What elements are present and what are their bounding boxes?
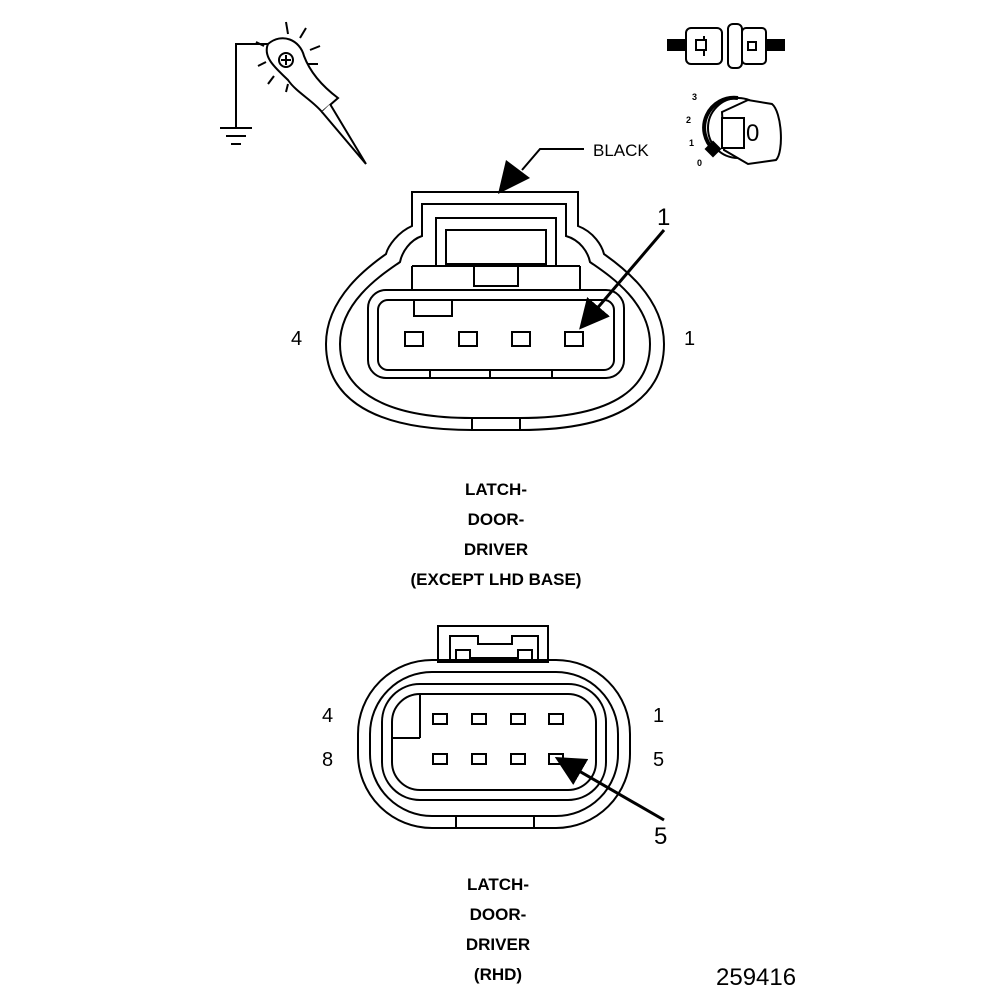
- connector-bottom-latch-outer: [437, 625, 549, 663]
- connector-top: [324, 191, 666, 431]
- pin-6: [510, 753, 526, 765]
- pin-4: [404, 331, 424, 347]
- connector-bottom-caption-line-4: (RHD): [473, 965, 523, 984]
- pin-1-end-label: 1: [684, 328, 696, 350]
- pin-3: [458, 331, 478, 347]
- pin-1: [564, 331, 584, 347]
- connector-bottom-caption-line-2: DOOR-: [469, 905, 527, 924]
- disconnected-connector-icon: [667, 23, 785, 69]
- connector-bottom: [357, 625, 631, 829]
- connector-top-caption-line-3: DRIVER: [463, 540, 529, 559]
- row-1-left-label: 4: [322, 705, 334, 727]
- row-2-right-label: 5: [653, 749, 665, 771]
- connector-top-latch-tab: [473, 263, 519, 287]
- connector-top-latch-inner: [445, 229, 547, 265]
- key-position-3: 3: [692, 92, 698, 102]
- row-2-left-label: 8: [322, 749, 334, 771]
- connector-top-caption-line-1: LATCH-: [465, 480, 527, 499]
- pin-2: [510, 713, 526, 725]
- key-position-2: 2: [686, 115, 692, 125]
- test-light-probe-icon: [220, 21, 367, 165]
- connector-bottom-caption-line-1: LATCH-: [467, 875, 529, 894]
- pin-3: [471, 713, 487, 725]
- key-face-label: 0: [746, 120, 760, 147]
- connector-top-inner-shell: [338, 203, 652, 419]
- connector-bottom-cavity-outer: [381, 683, 607, 801]
- pin-1-callout-arrow: [579, 229, 666, 330]
- pin-1: [548, 713, 564, 725]
- pin-7: [471, 753, 487, 765]
- ground-symbol-icon: [220, 127, 252, 145]
- connector-top-caption-line-4: (EXCEPT LHD BASE): [410, 570, 582, 589]
- pin-5-callout-label: 5: [654, 823, 668, 850]
- pin-8: [432, 753, 448, 765]
- key-position-1: 1: [689, 138, 695, 148]
- connector-bottom-cavity-inner: [391, 693, 597, 791]
- wire-color-pointer: [498, 148, 584, 194]
- pin-2: [511, 331, 531, 347]
- connector-top-cavity-inner: [377, 299, 615, 371]
- connector-top-latch-outer: [435, 217, 557, 267]
- pin-5-callout-arrow: [554, 757, 665, 822]
- wire-color-label: BLACK: [593, 141, 649, 160]
- pin-1-callout-label: 1: [657, 204, 671, 231]
- connector-top-caption-line-2: DOOR-: [467, 510, 525, 529]
- connector-bottom-caption-line-3: DRIVER: [465, 935, 531, 954]
- ignition-key-off-icon: [702, 95, 782, 166]
- figure-number: 259416: [716, 964, 797, 991]
- key-position-0: 0: [697, 158, 703, 168]
- row-1-right-label: 1: [653, 705, 665, 727]
- connector-bottom-outer-shell: [357, 659, 631, 829]
- pin-4: [432, 713, 448, 725]
- connector-top-cavity-outer: [367, 289, 625, 379]
- connector-bottom-inner-shell: [369, 671, 619, 817]
- pin-4-end-label: 4: [291, 328, 303, 350]
